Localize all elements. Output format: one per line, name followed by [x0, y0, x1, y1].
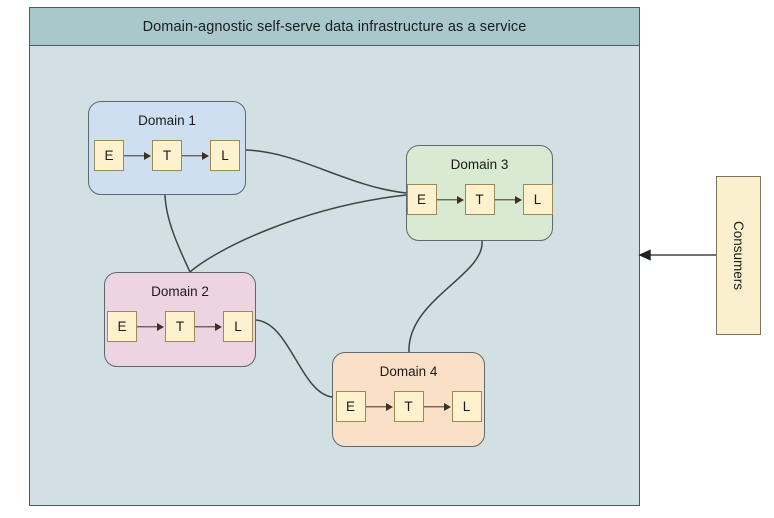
domain-4-stage-load[interactable]: L [451, 391, 482, 422]
domain-3-stage-load[interactable]: L [522, 184, 553, 215]
domain-2-etl-pipeline: E T L [107, 311, 253, 342]
domain-2-title: Domain 2 [151, 284, 209, 299]
domain-4-etl-pipeline: E T L [335, 391, 482, 422]
consumers-arrow-head [638, 249, 651, 261]
domain-4-arrow-t-to-l [423, 402, 452, 412]
domain-2-arrow-t-to-l [195, 322, 223, 332]
domain-4-arrow-e-to-t [365, 402, 394, 412]
platform-header-title: Domain-agnostic self-serve data infrastr… [142, 18, 527, 35]
domain-3-arrow-e-to-t [436, 195, 465, 205]
domain-2-arrow-e-to-t [137, 322, 165, 332]
domain-2-stage-transform[interactable]: T [165, 311, 195, 342]
domain-box-2[interactable]: Domain 2 E T L [104, 272, 256, 367]
domain-1-stage-load[interactable]: L [210, 140, 240, 171]
domain-3-etl-pipeline: E T L [406, 184, 553, 215]
domain-4-stage-extract[interactable]: E [335, 391, 366, 422]
domain-1-stage-extract[interactable]: E [94, 140, 124, 171]
consumers-label: Consumers [731, 220, 746, 291]
domain-3-stage-extract[interactable]: E [406, 184, 437, 215]
domain-3-title: Domain 3 [450, 157, 509, 172]
domain-1-stage-transform[interactable]: T [152, 140, 182, 171]
domain-1-title: Domain 1 [138, 113, 196, 128]
domain-4-stage-transform[interactable]: T [393, 391, 424, 422]
domain-1-arrow-t-to-l [182, 151, 210, 161]
domain-3-arrow-t-to-l [494, 195, 523, 205]
domain-box-1[interactable]: Domain 1 E T L [88, 101, 246, 195]
platform-header-band: Domain-agnostic self-serve data infrastr… [30, 8, 639, 46]
domain-1-etl-pipeline: E T L [94, 140, 240, 171]
domain-1-arrow-e-to-t [124, 151, 152, 161]
consumers-box[interactable]: Consumers [716, 176, 761, 335]
domain-box-4[interactable]: Domain 4 E T L [332, 352, 485, 447]
domain-2-stage-load[interactable]: L [223, 311, 253, 342]
domain-4-title: Domain 4 [379, 364, 438, 379]
domain-box-3[interactable]: Domain 3 E T L [406, 145, 553, 241]
domain-3-stage-transform[interactable]: T [464, 184, 495, 215]
domain-2-stage-extract[interactable]: E [107, 311, 137, 342]
